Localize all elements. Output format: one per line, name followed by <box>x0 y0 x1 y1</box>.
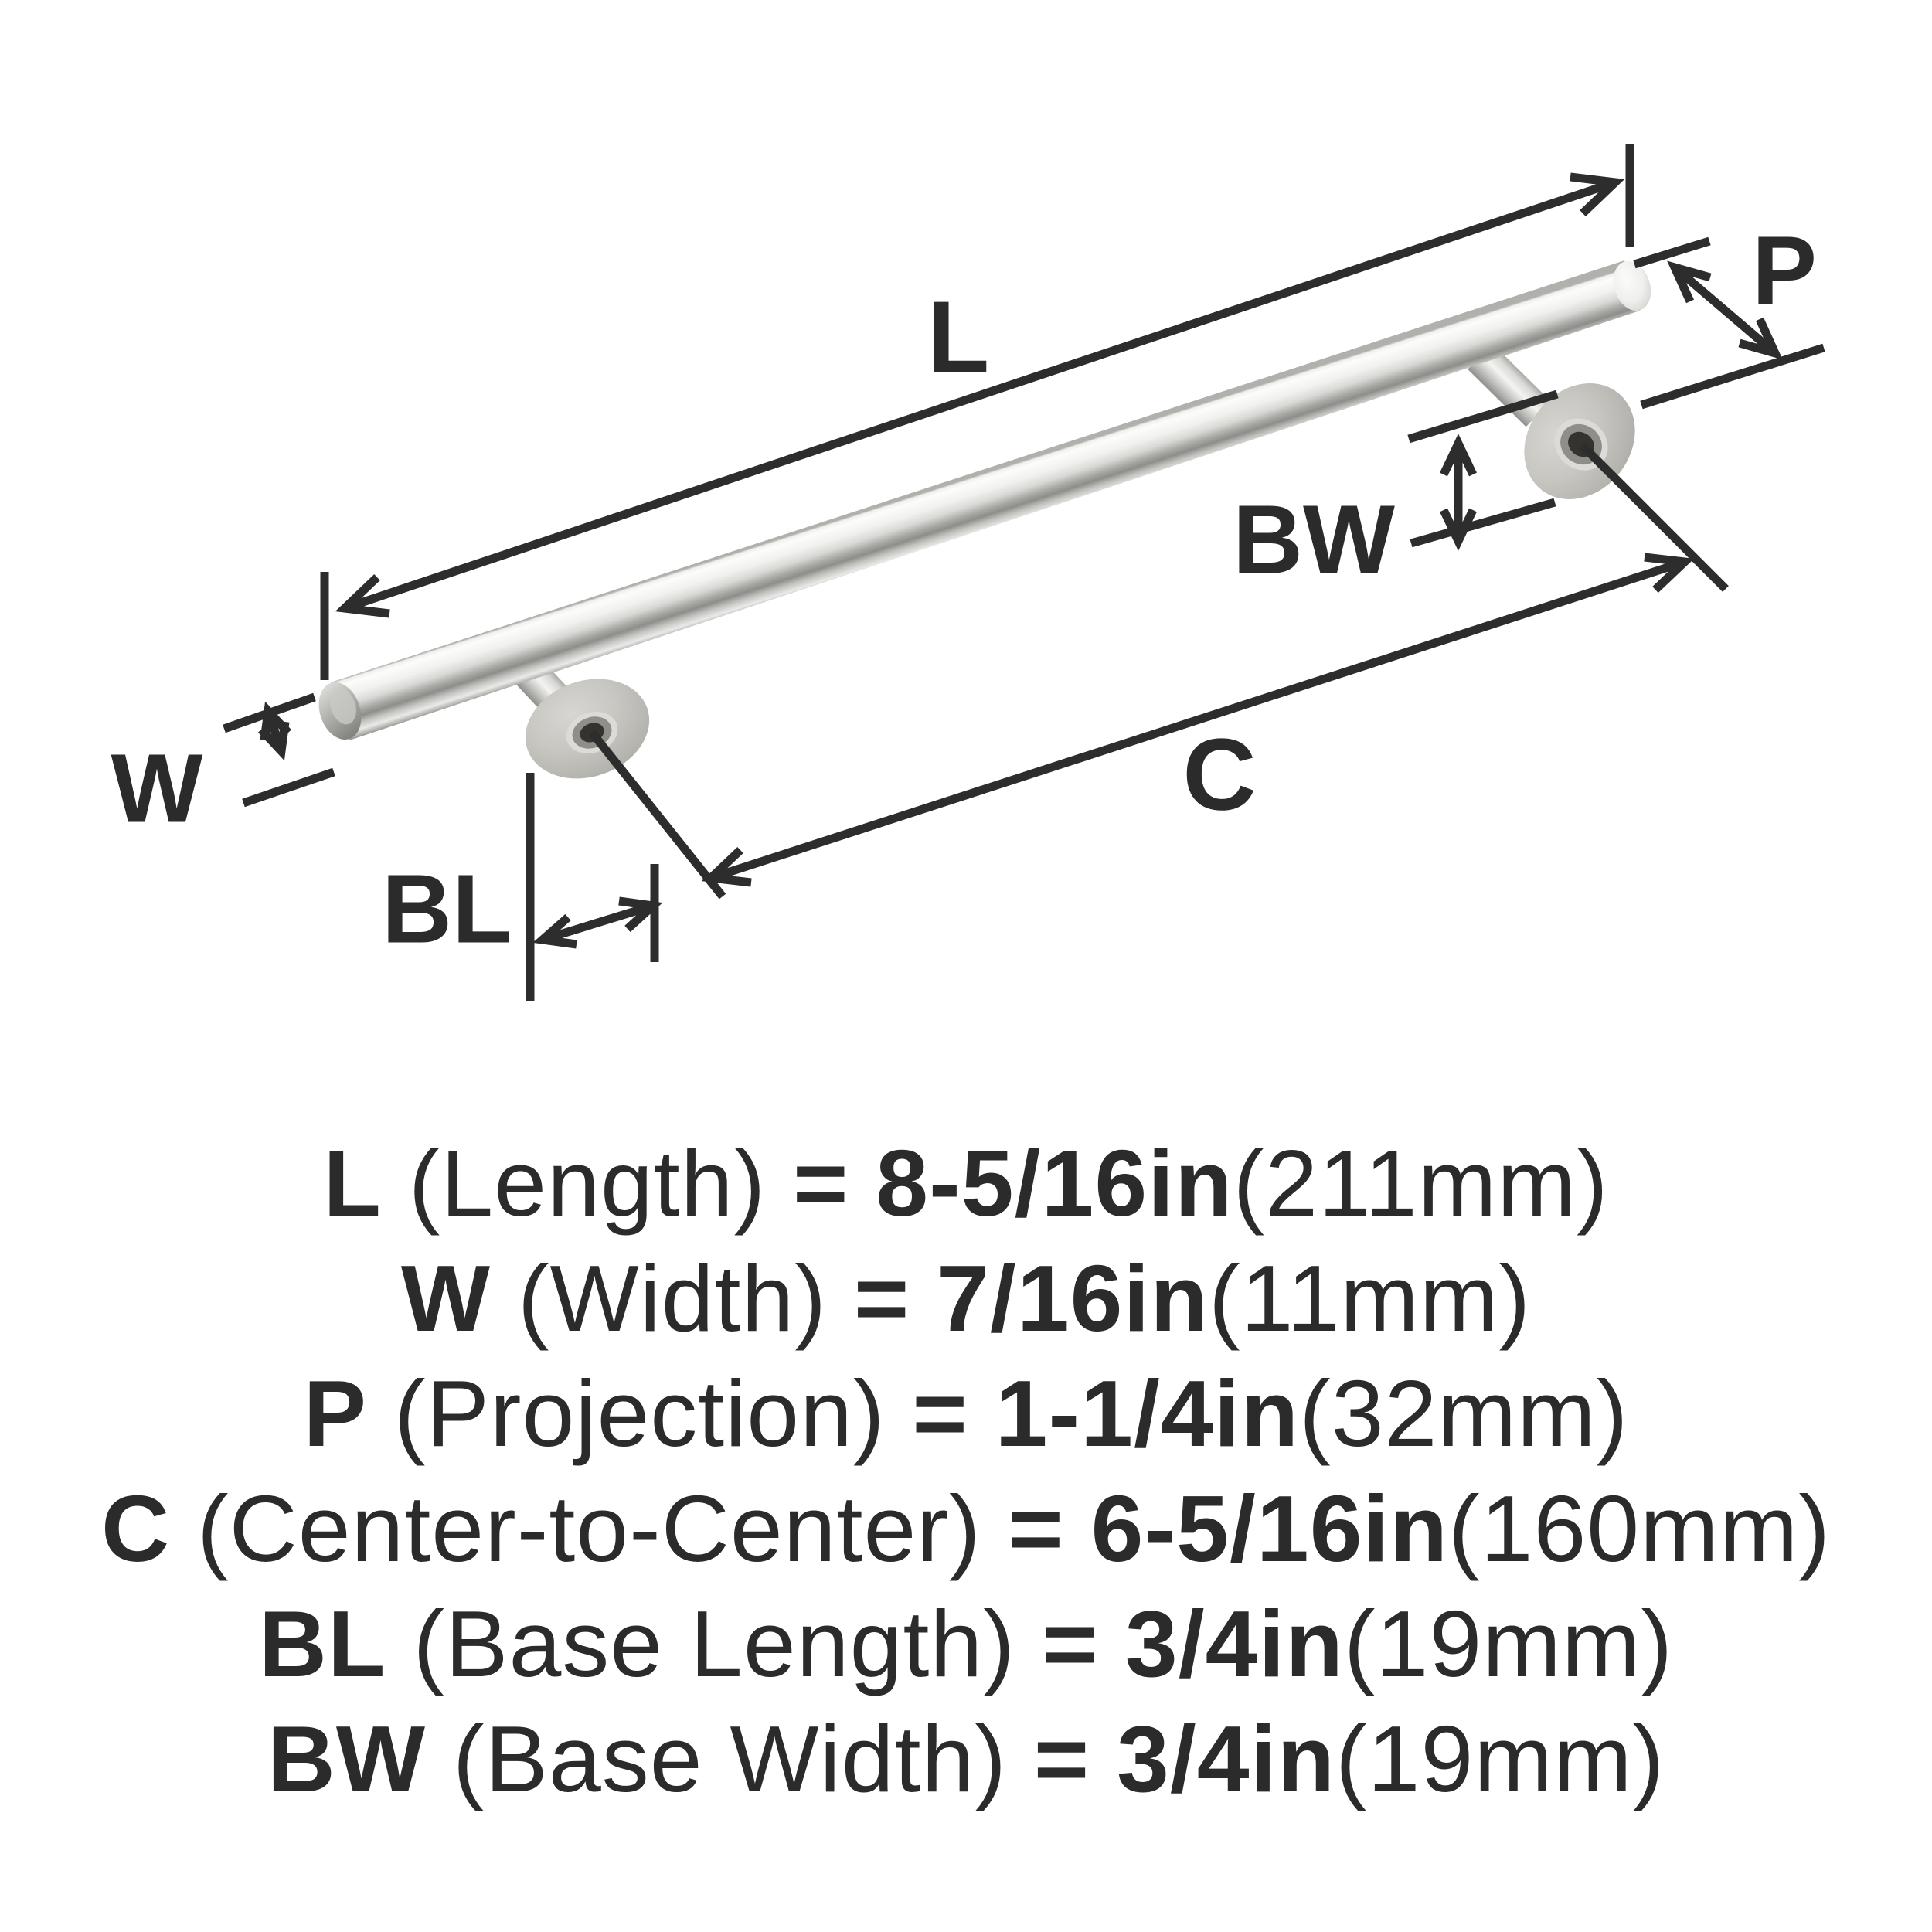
spec-metric: (19mm) <box>1343 1591 1674 1696</box>
spec-line-length: L (Length) = 8-5/16in(211mm) <box>0 1126 1932 1241</box>
spec-term: (Width) <box>491 1246 854 1351</box>
spec-line-center-to-center: C (Center-to-Center) = 6-5/16in(160mm) <box>0 1471 1932 1587</box>
label-base-length: BL <box>382 855 512 964</box>
spec-code: C <box>100 1476 171 1581</box>
spec-term: (Projection) <box>366 1361 913 1466</box>
spec-code: BW <box>267 1706 426 1811</box>
arrowhead-projection-top <box>1667 260 1712 304</box>
spec-value: = 7/16in <box>853 1246 1209 1351</box>
leader-line-left-hole <box>588 730 726 900</box>
spec-metric: (211mm) <box>1233 1131 1609 1236</box>
tick-projection-upper <box>1633 236 1711 269</box>
spec-value: = 3/4in <box>1042 1591 1344 1696</box>
spec-code: L <box>323 1131 382 1236</box>
spec-line-projection: P (Projection) = 1-1/4in(32mm) <box>0 1356 1932 1471</box>
spec-value: = 1-1/4in <box>912 1361 1300 1466</box>
spec-value: = 3/4in <box>1033 1706 1336 1811</box>
leader-line-right-hole <box>1580 443 1729 592</box>
label-base-width: BW <box>1233 485 1395 594</box>
arrowhead-center-right <box>1644 553 1695 593</box>
tick-projection-lower <box>1640 343 1825 410</box>
spec-term: (Length) <box>381 1131 794 1236</box>
bar-right-end-cap <box>1613 260 1651 311</box>
arrowhead-width-bottom <box>257 721 290 761</box>
spec-metric: (11mm) <box>1208 1246 1532 1351</box>
dimension-line-center <box>709 557 1686 883</box>
dimension-labels: L W P C BL BW <box>111 216 1817 964</box>
bar-left-end-cap-inner <box>330 688 356 725</box>
spec-value: = 6-5/16in <box>1008 1476 1448 1581</box>
dimension-arrow-projection <box>1672 264 1778 357</box>
spec-code: W <box>400 1246 492 1351</box>
spec-code: P <box>303 1361 367 1466</box>
spec-metric: (19mm) <box>1335 1706 1665 1811</box>
dimension-arrow-base-length <box>541 901 655 944</box>
tick-width-lower <box>242 767 335 808</box>
tick-base-width-upper <box>1407 389 1559 444</box>
dimension-annotations <box>223 144 1825 1001</box>
spec-value: = 8-5/16in <box>793 1131 1233 1236</box>
arrowhead-projection-bottom <box>1738 317 1783 360</box>
spec-line-base-length: BL (Base Length) = 3/4in(19mm) <box>0 1587 1932 1702</box>
arrowhead-length-left <box>335 574 390 618</box>
spec-line-width: W (Width) = 7/16in(11mm) <box>0 1241 1932 1356</box>
spec-term: (Center-to-Center) <box>170 1476 1009 1581</box>
spec-metric: (160mm) <box>1447 1476 1832 1581</box>
spec-term: (Base Length) <box>386 1591 1043 1696</box>
spec-code: BL <box>258 1591 386 1696</box>
label-width: W <box>111 734 203 843</box>
tick-base-width-lower <box>1410 498 1556 548</box>
label-center-to-center: C <box>1182 718 1256 832</box>
arrowhead-base-width-bottom <box>1440 508 1477 551</box>
spec-term: (Base Width) <box>426 1706 1034 1811</box>
spec-metric: (32mm) <box>1299 1361 1629 1466</box>
arrowhead-base-length-right <box>618 896 663 933</box>
arrowhead-length-right <box>1570 172 1625 216</box>
dimension-line-length <box>343 178 1617 613</box>
bar-cylinder <box>331 260 1640 740</box>
spec-line-base-width: BW (Base Width) = 3/4in(19mm) <box>0 1702 1932 1817</box>
label-length: L <box>927 281 990 394</box>
arrowhead-base-length-left <box>532 913 577 949</box>
arrowhead-base-width-top <box>1440 434 1477 477</box>
label-projection: P <box>1752 216 1817 325</box>
spec-list: L (Length) = 8-5/16in(211mm) W (Width) =… <box>0 1126 1932 1817</box>
